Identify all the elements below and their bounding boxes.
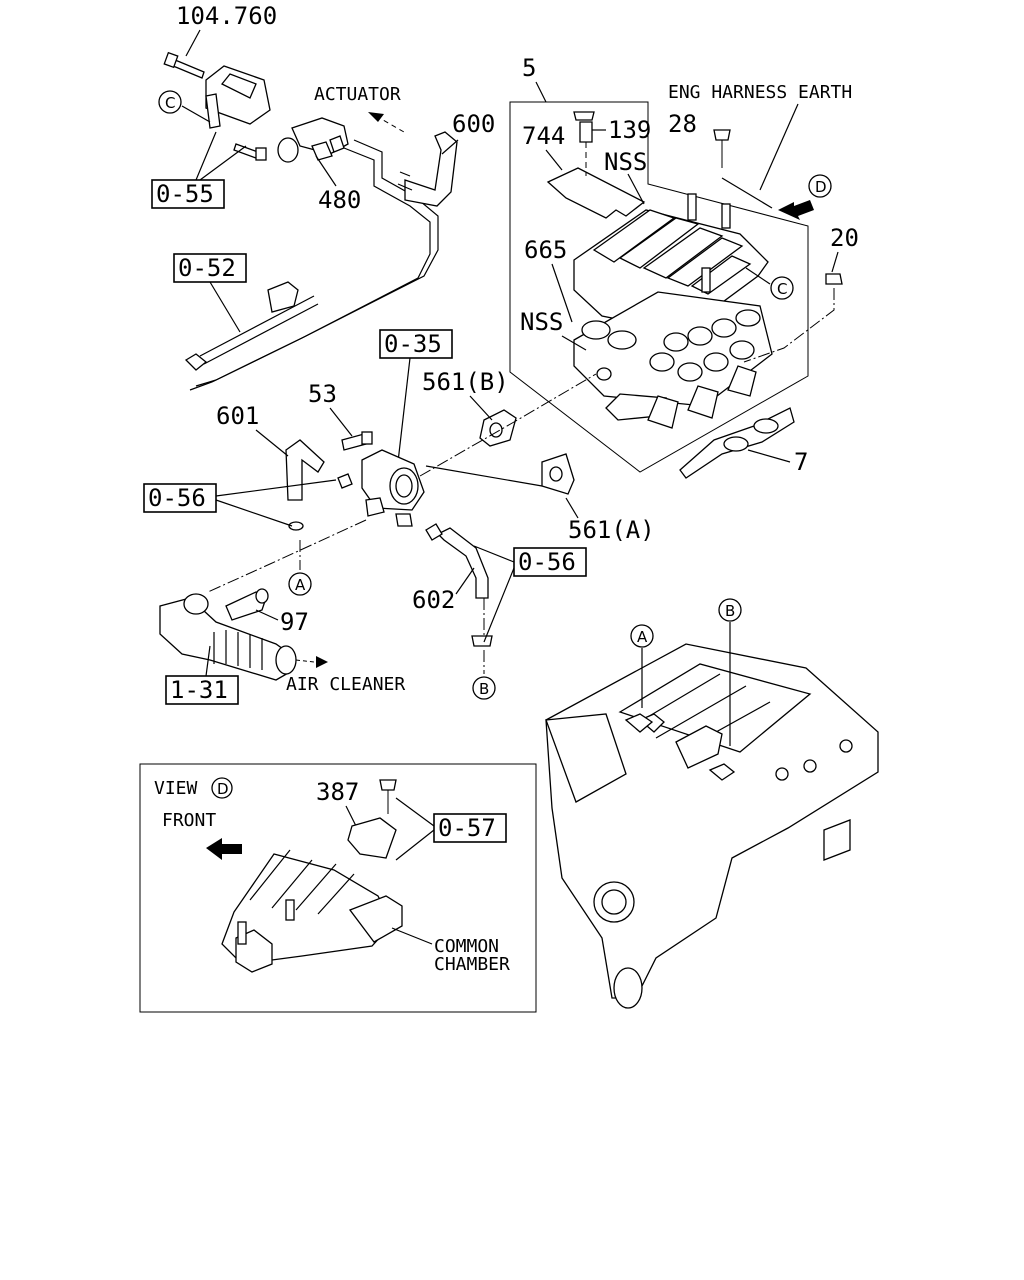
marker-a-mid: A (288, 540, 312, 596)
label-480: 480 (318, 186, 361, 214)
air-duct-1-31 (159, 593, 297, 681)
front-arrow-icon (206, 838, 242, 860)
svg-text:C: C (165, 94, 175, 112)
gasket-7 (679, 407, 795, 479)
ref-0-52[interactable]: 0-52 (173, 253, 247, 283)
marker-d-top: D (808, 174, 832, 198)
label-387: 387 (316, 778, 359, 806)
ref-0-57[interactable]: 0-57 (433, 813, 507, 843)
label-5: 5 (522, 54, 536, 82)
marker-c-right: C (770, 276, 794, 300)
engine-block (545, 643, 879, 1009)
marker-b-engine: B (718, 598, 742, 746)
ref-0-56-right[interactable]: 0-56 (513, 547, 587, 577)
svg-text:0-55: 0-55 (156, 180, 214, 208)
ref-1-31[interactable]: 1-31 (165, 675, 239, 705)
svg-text:0-56: 0-56 (148, 484, 206, 512)
svg-text:D: D (815, 178, 827, 196)
svg-text:0-35: 0-35 (384, 330, 442, 358)
svg-text:B: B (479, 680, 489, 698)
svg-text:A: A (295, 576, 306, 594)
label-139: 139 (608, 116, 651, 144)
marker-c-top: C (158, 90, 182, 114)
label-nss-mid: NSS (520, 308, 563, 336)
marker-d-view: D (211, 777, 233, 799)
manifold-box-outline (509, 101, 809, 473)
label-561a: 561(A) (568, 516, 655, 544)
air-cleaner-arrow-icon (295, 656, 328, 668)
part-97 (225, 588, 269, 621)
label-air-cleaner: AIR CLEANER (286, 674, 405, 695)
gasket-561b (479, 409, 517, 447)
label-104-760: 104.760 (176, 2, 277, 30)
view-d-inset: VIEW D FRONT 387 0-57 COMMON CHAMBER (139, 763, 537, 1013)
hose-602 (425, 523, 493, 647)
lower-manifold (573, 291, 773, 429)
ref-0-35[interactable]: 0-35 (379, 329, 453, 359)
svg-text:0-52: 0-52 (178, 254, 236, 282)
label-common: COMMON (434, 936, 499, 957)
svg-text:0-57: 0-57 (438, 814, 496, 842)
label-602: 602 (412, 586, 455, 614)
label-front: FRONT (162, 810, 216, 831)
label-28: 28 (668, 110, 697, 138)
svg-text:0-56: 0-56 (518, 548, 576, 576)
label-actuator: ACTUATOR (314, 84, 401, 105)
svg-text:C: C (777, 280, 787, 298)
view-d-arrow-icon (778, 200, 814, 220)
ref-0-56-left[interactable]: 0-56 (143, 483, 217, 513)
throttle-body (337, 431, 425, 527)
svg-text:D: D (217, 780, 229, 798)
svg-text:B: B (725, 602, 735, 620)
label-601: 601 (216, 402, 259, 430)
label-view: VIEW (154, 778, 198, 799)
label-eng-harness-earth: ENG HARNESS EARTH (668, 82, 852, 103)
label-665: 665 (524, 236, 567, 264)
actuator-part (277, 117, 349, 163)
svg-text:A: A (637, 628, 648, 646)
marker-b-mid: B (472, 650, 496, 700)
label-53: 53 (308, 380, 337, 408)
label-nss-top: NSS (604, 148, 647, 176)
svg-text:1-31: 1-31 (170, 676, 228, 704)
actuator-arrow (368, 112, 405, 133)
label-744: 744 (522, 122, 565, 150)
label-7: 7 (794, 448, 808, 476)
hose-601 (285, 439, 325, 531)
label-20: 20 (830, 224, 859, 252)
ref-0-55[interactable]: 0-55 (151, 179, 225, 209)
hose-600 (184, 131, 458, 391)
label-97: 97 (280, 608, 309, 636)
label-chamber: CHAMBER (434, 954, 510, 975)
bracket-744 (546, 121, 646, 219)
gasket-561a (541, 453, 575, 495)
label-600: 600 (452, 110, 495, 138)
label-561b: 561(B) (422, 368, 509, 396)
bracket-assembly (163, 51, 271, 161)
marker-a-engine: A (630, 624, 654, 708)
